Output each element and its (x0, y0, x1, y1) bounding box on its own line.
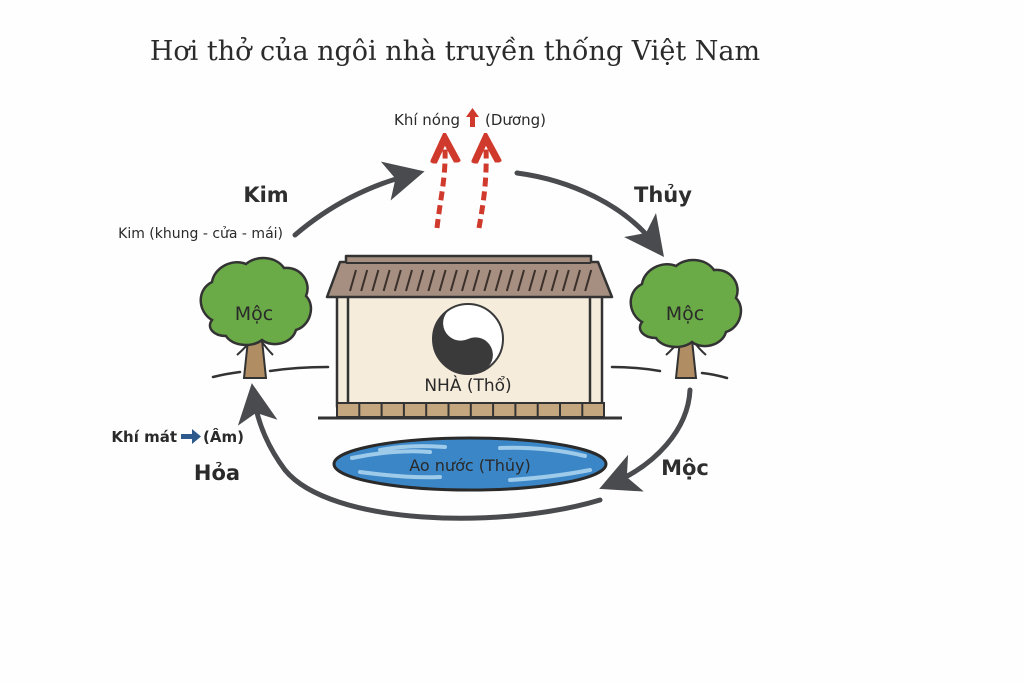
label-thuy: Thủy (634, 183, 692, 207)
hot-air-label: Khí nóng (Dương) (394, 108, 546, 129)
roof-slat (561, 269, 570, 292)
roof-slat (550, 269, 559, 292)
label-hoa: Hỏa (194, 461, 240, 485)
label-kim-sub: Kim (khung - cửa - mái) (118, 226, 283, 242)
roof-slat (573, 269, 581, 292)
ground-line-left-2 (268, 365, 330, 373)
roof-slat (472, 269, 481, 292)
roof-slat (528, 269, 537, 292)
ground-line-left (211, 370, 242, 379)
roof-slat (584, 269, 593, 292)
pond-label: Ao nước (Thủy) (409, 456, 531, 475)
tree-left: Mộc (199, 256, 313, 379)
cycle-arrow-moc (599, 387, 693, 492)
hot-air-text: Khí nóng (394, 111, 460, 129)
roof-slat (405, 269, 413, 292)
pond: Ao nước (Thủy) (332, 436, 608, 492)
roof-slat (427, 269, 436, 292)
tree-left-label: Mộc (235, 303, 273, 325)
cool-air-yin-text: (Âm) (203, 427, 244, 446)
roof-slat (349, 269, 357, 292)
roof-slat (505, 269, 514, 292)
tree-right-label: Mộc (666, 303, 704, 325)
yin-yang-icon (432, 303, 504, 375)
roof-slat (416, 269, 425, 292)
roof-slat (393, 269, 402, 292)
tree-right: Mộc (629, 258, 743, 379)
roof-slat (494, 269, 503, 292)
cool-air-text: Khí mát (111, 428, 177, 446)
roof-slat (517, 269, 525, 292)
house: NHÀ (Thổ) (318, 254, 622, 420)
roof-slat (438, 269, 447, 292)
roof-slat (539, 269, 548, 292)
label-kim: Kim (243, 183, 288, 207)
hot-air-arrow-right (479, 148, 486, 229)
arrow-right-icon (181, 429, 201, 444)
roof-slat (449, 269, 458, 292)
cycle-arrow-thuy (514, 170, 665, 257)
roof-slat (483, 269, 492, 292)
hot-air-arrow-left (437, 148, 445, 229)
roof-slat (382, 269, 391, 292)
roof-slat (360, 269, 369, 292)
ground-line-right (610, 365, 662, 373)
house-label: NHÀ (Thổ) (424, 374, 511, 396)
label-moc-bottom: Mộc (661, 456, 709, 480)
roof-slat (461, 269, 469, 292)
cycle-arrow-kim (292, 161, 425, 238)
cool-air-label: Khí mát (Âm) (111, 427, 244, 446)
arrow-up-icon (466, 108, 479, 127)
roof-slat (371, 269, 380, 292)
diagram-title: Hơi thở của ngôi nhà truyền thống Việt N… (150, 35, 760, 67)
ground-line-right-2 (700, 371, 729, 380)
hot-air-yang-text: (Dương) (485, 111, 546, 129)
cycle-arrow-hoa (237, 383, 603, 521)
